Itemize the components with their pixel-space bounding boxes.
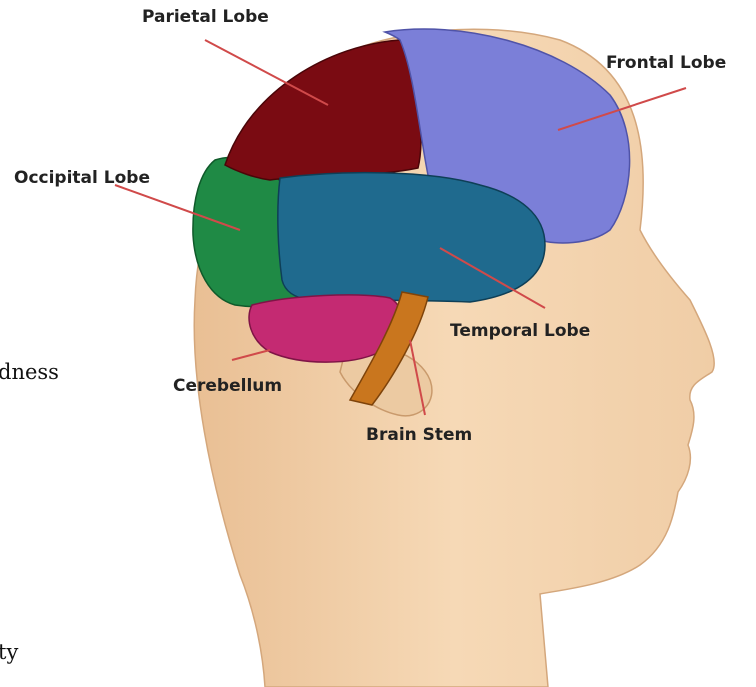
temporal-lobe-label: Temporal Lobe — [450, 321, 590, 341]
brain-stem-label: Brain Stem — [366, 425, 472, 445]
parietal-lobe-label: Parietal Lobe — [142, 7, 269, 27]
frontal-lobe-label: Frontal Lobe — [606, 53, 726, 73]
occipital-lobe-label: Occipital Lobe — [14, 168, 150, 188]
cerebellum-label: Cerebellum — [173, 376, 282, 396]
parietal-lobe — [225, 40, 421, 180]
